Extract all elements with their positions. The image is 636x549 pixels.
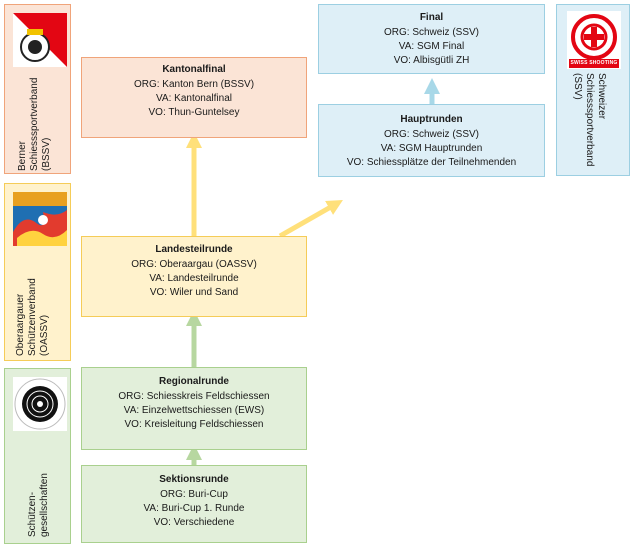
sektionsrunde-title: Sektionsrunde [159,474,229,485]
regionalrunde-org: ORG: Schiesskreis Feldschiessen [118,391,270,402]
kantonalfinal-va: VA: Kantonalfinal [156,93,232,104]
side-panel-oassv: Oberaargauer Schützenverband (OASSV) [4,183,71,361]
target-icon [14,378,66,430]
final-va: VA: SGM Final [398,41,465,52]
swiss-target-icon [569,14,619,68]
swiss-shooting-logo-text: SWISS SHOOTING [570,60,618,66]
final-org: ORG: Schweiz (SSV) [383,27,480,38]
side-panel-ssv: SWISS SHOOTING Schweizer Schiesssportver… [556,4,630,176]
final-vo: VO: Albisgütli ZH [393,55,470,66]
hauptrunden-vo: VO: Schiessplätze der Teilnehmenden [346,157,517,168]
ssv-label: Schweizer Schiesssportverband (SSV) [572,73,607,167]
bssv-label: Berner Schiesssportverband (BSSV) [17,77,52,171]
sektionsrunde-vo: VO: Verschiedene [153,517,235,528]
landesteilrunde-org: ORG: Oberaargau (OASSV) [131,259,257,270]
landesteilrunde-title: Landesteilrunde [155,244,233,255]
side-panel-local: Schützen- gesellschaften [4,368,71,544]
regionalrunde-va: VA: Einzelwettschiessen (EWS) [123,405,265,416]
hauptrunden-title: Hauptrunden [400,114,463,125]
regionalrunde-title: Regionalrunde [158,376,229,387]
landesteilrunde-va: VA: Landesteilrunde [149,273,239,284]
box-landesteilrunde: Landesteilrunde ORG: Oberaargau (OASSV) … [81,236,307,317]
box-sektionsrunde: Sektionsrunde ORG: Buri-Cup VA: Buri-Cup… [81,465,307,543]
oassv-label: Oberaargauer Schützenverband (OASSV) [15,278,50,356]
kantonalfinal-vo: VO: Thun-Guntelsey [148,107,240,118]
hauptrunden-org: ORG: Schweiz (SSV) [383,129,480,140]
oassv-logo [13,192,67,246]
arrow-landesteil-to-hauptrunden [278,200,343,239]
swiss-shooting-logo: SWISS SHOOTING [567,11,621,69]
kantonalfinal-title: Kantonalfinal [162,64,226,75]
box-regionalrunde: Regionalrunde ORG: Schiesskreis Feldschi… [81,367,307,450]
bear-shield-icon [13,13,67,67]
box-kantonalfinal: Kantonalfinal ORG: Kanton Bern (BSSV) VA… [81,57,307,138]
hauptrunden-va: VA: SGM Hauptrunden [380,143,483,154]
side-panel-bssv: Berner Schiesssportverband (BSSV) [4,4,71,174]
landesteilrunde-vo: VO: Wiler und Sand [149,287,239,298]
regionalrunde-vo: VO: Kreisleitung Feldschiessen [124,419,264,430]
box-hauptrunden: Hauptrunden ORG: Schweiz (SSV) VA: SGM H… [318,104,545,177]
box-final: Final ORG: Schweiz (SSV) VA: SGM Final V… [318,4,545,74]
final-title: Final [419,12,444,23]
wave-logo-icon [13,192,67,246]
target-logo [13,377,67,431]
local-label: Schützen- gesellschaften [27,473,50,537]
bssv-logo [13,13,67,67]
sektionsrunde-va: VA: Buri-Cup 1. Runde [143,503,245,514]
kantonalfinal-org: ORG: Kanton Bern (BSSV) [133,79,255,90]
sektionsrunde-org: ORG: Buri-Cup [160,489,228,500]
